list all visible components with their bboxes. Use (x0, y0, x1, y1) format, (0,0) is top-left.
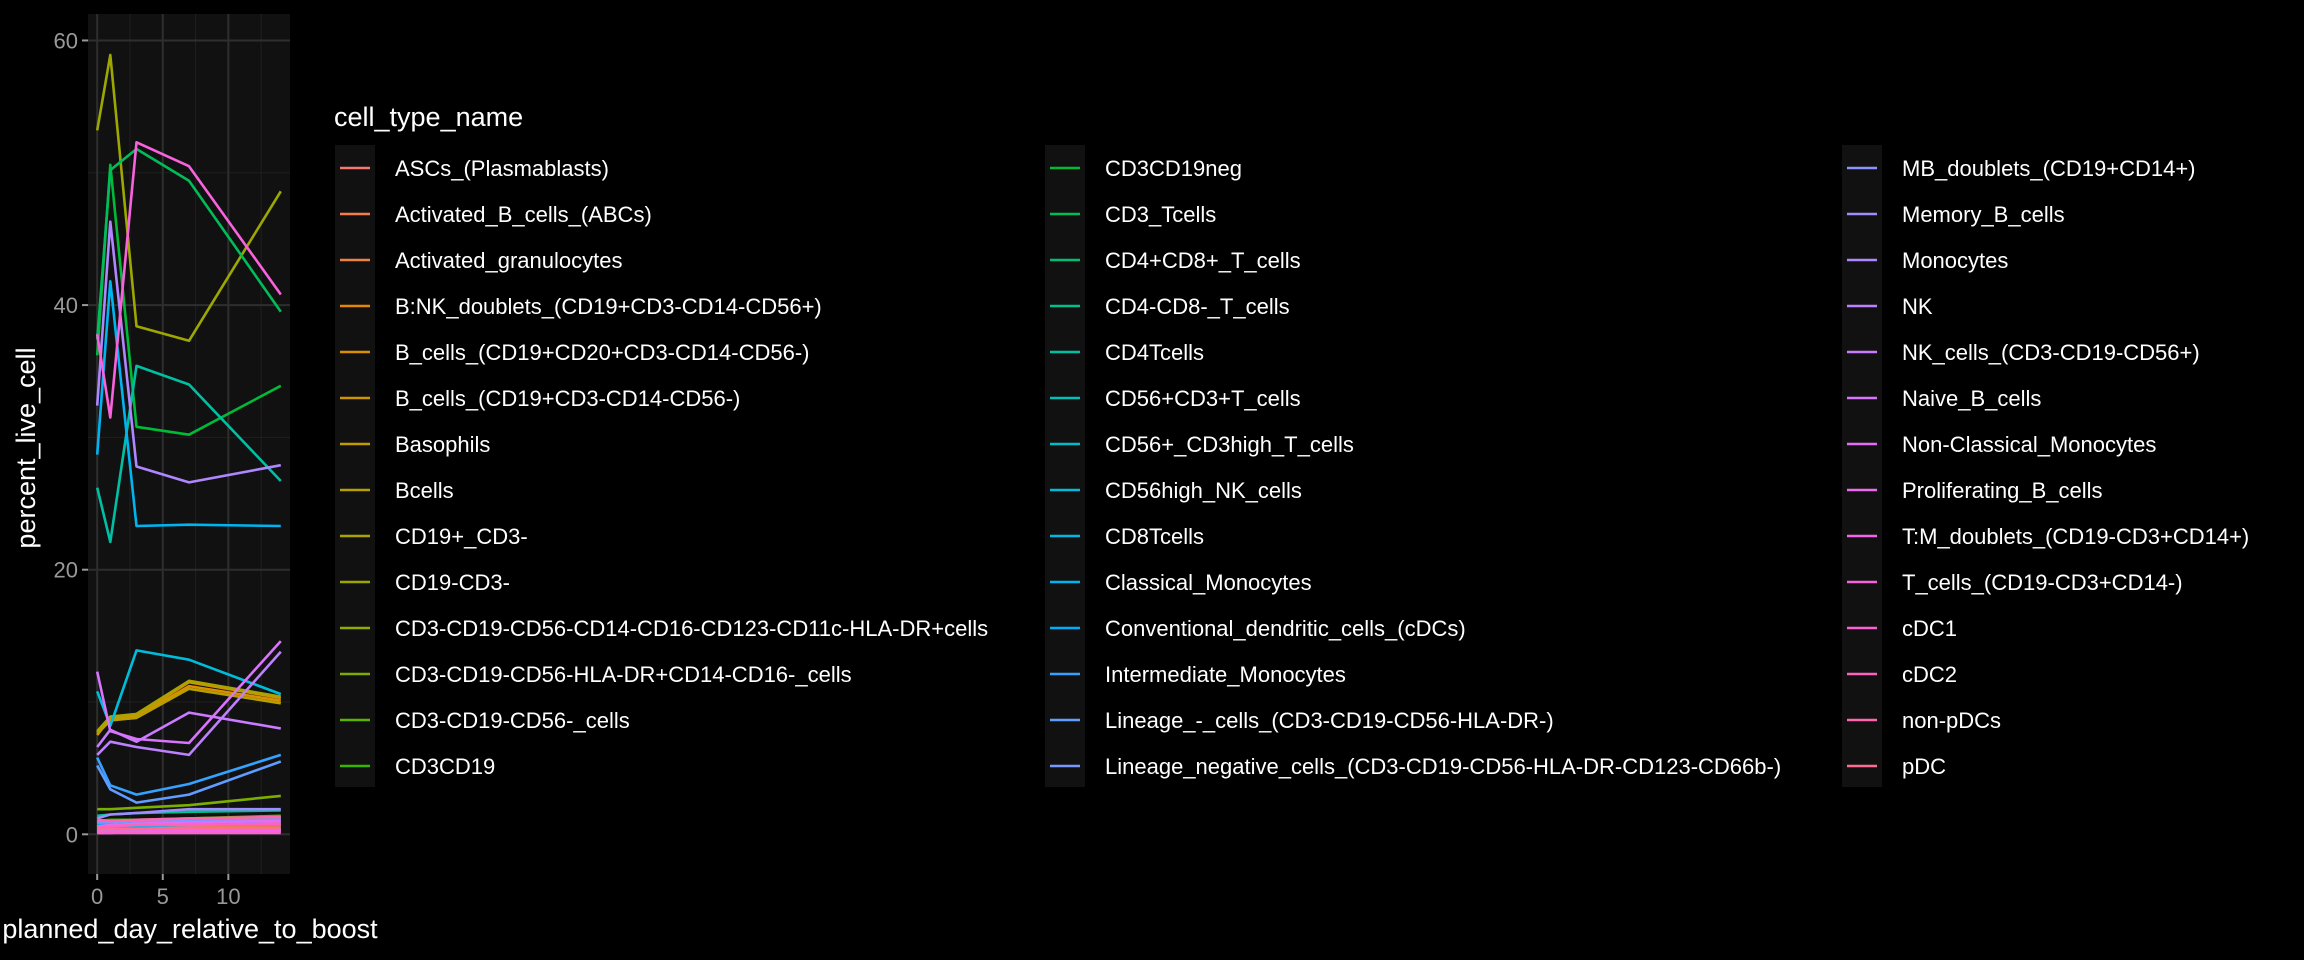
legend-label: Activated_granulocytes (395, 248, 622, 273)
legend-label: T_cells_(CD19-CD3+CD14-) (1902, 570, 2183, 595)
legend-label: NK (1902, 294, 1933, 319)
legend-key-background (335, 145, 375, 787)
series-line (97, 815, 281, 823)
series-line (96, 679, 282, 732)
legend-label: Proliferating_B_cells (1902, 478, 2103, 503)
legend-label: CD19+_CD3- (395, 524, 528, 549)
axes-layer: 0 20 40 60 0 5 10 (54, 28, 241, 909)
legend-label: CD3CD19 (395, 754, 495, 779)
series-line (96, 650, 282, 757)
legend-label: Naive_B_cells (1902, 386, 2041, 411)
legend-label: ASCs_(Plasmablasts) (395, 156, 609, 181)
series-line (96, 753, 282, 796)
legend-label: CD56+CD3+T_cells (1105, 386, 1301, 411)
legend-key-background (1842, 145, 1882, 787)
legend-label: CD4+CD8+_T_cells (1105, 248, 1301, 273)
legend-label: CD3CD19neg (1105, 156, 1242, 181)
series-line (97, 826, 281, 831)
series-line (97, 822, 281, 828)
legend-label: CD3-CD19-CD56-HLA-DR+CD14-CD16-_cells (395, 662, 852, 687)
legend-label: Bcells (395, 478, 454, 503)
legend-label: T:M_doublets_(CD19-CD3+CD14+) (1902, 524, 2249, 549)
series-line (95, 364, 282, 544)
legend-label: CD19-CD3- (395, 570, 510, 595)
legend-label: pDC (1902, 754, 1946, 779)
series-line (95, 141, 282, 419)
legend-label: Intermediate_Monocytes (1105, 662, 1346, 687)
legend-label: CD8Tcells (1105, 524, 1204, 549)
legend-label: CD3_Tcells (1105, 202, 1216, 227)
x-tick-label: 0 (91, 884, 103, 909)
series-line (96, 807, 281, 820)
legend-label: CD4Tcells (1105, 340, 1204, 365)
series-line (95, 280, 281, 528)
series-line (97, 794, 281, 811)
legend-label: Conventional_dendritic_cells_(cDCs) (1105, 616, 1466, 641)
legend-label: CD3-CD19-CD56-_cells (395, 708, 630, 733)
series-line (95, 220, 282, 484)
y-tick-label: 20 (54, 558, 78, 583)
series-line (96, 760, 282, 804)
x-tick-label: 10 (216, 884, 240, 909)
series-line (96, 687, 282, 735)
y-tick-label: 60 (54, 28, 78, 53)
series-line (96, 711, 282, 748)
x-axis-title: planned_day_relative_to_boost (2, 914, 378, 944)
x-tick-label: 5 (157, 884, 169, 909)
legend-label: Basophils (395, 432, 490, 457)
legend-label: Non-Classical_Monocytes (1902, 432, 2156, 457)
legend: ASCs_(Plasmablasts) Activated_B_cells_(AB… (335, 145, 2249, 787)
legend-label: B_cells_(CD19+CD20+CD3-CD14-CD56-) (395, 340, 809, 365)
legend-label: Lineage_negative_cells_(CD3-CD19-CD56-HL… (1105, 754, 1781, 779)
legend-label: cDC1 (1902, 616, 1957, 641)
panel-background (88, 14, 290, 874)
legend-label: NK_cells_(CD3-CD19-CD56+) (1902, 340, 2200, 365)
legend-label: cDC2 (1902, 662, 1957, 687)
legend-label: Lineage_-_cells_(CD3-CD19-CD56-HLA-DR-) (1105, 708, 1554, 733)
y-tick-label: 40 (54, 293, 78, 318)
legend-label: Classical_Monocytes (1105, 570, 1312, 595)
legend-label: Activated_B_cells_(ABCs) (395, 202, 652, 227)
series-line (95, 53, 282, 343)
series-layer (95, 53, 282, 835)
legend-label: B_cells_(CD19+CD3-CD14-CD56-) (395, 386, 740, 411)
legend-label: CD56+_CD3high_T_cells (1105, 432, 1354, 457)
legend-label: Monocytes (1902, 248, 2008, 273)
legend-label: B:NK_doublets_(CD19+CD3-CD14-CD56+) (395, 294, 822, 319)
legend-key-background (1045, 145, 1085, 787)
series-line (97, 829, 281, 833)
legend-label: CD56high_NK_cells (1105, 478, 1302, 503)
y-tick-label: 0 (66, 822, 78, 847)
legend-label: MB_doublets_(CD19+CD14+) (1902, 156, 2196, 181)
legend-label: CD4-CD8-_T_cells (1105, 294, 1290, 319)
legend-title: cell_type_name (334, 102, 523, 132)
legend-label: CD3-CD19-CD56-CD14-CD16-CD123-CD11c-HLA-… (395, 616, 988, 641)
legend-label: non-pDCs (1902, 708, 2001, 733)
series-line (95, 640, 282, 745)
legend-label: Memory_B_cells (1902, 202, 2065, 227)
y-axis-title: percent_live_cell (11, 347, 41, 548)
